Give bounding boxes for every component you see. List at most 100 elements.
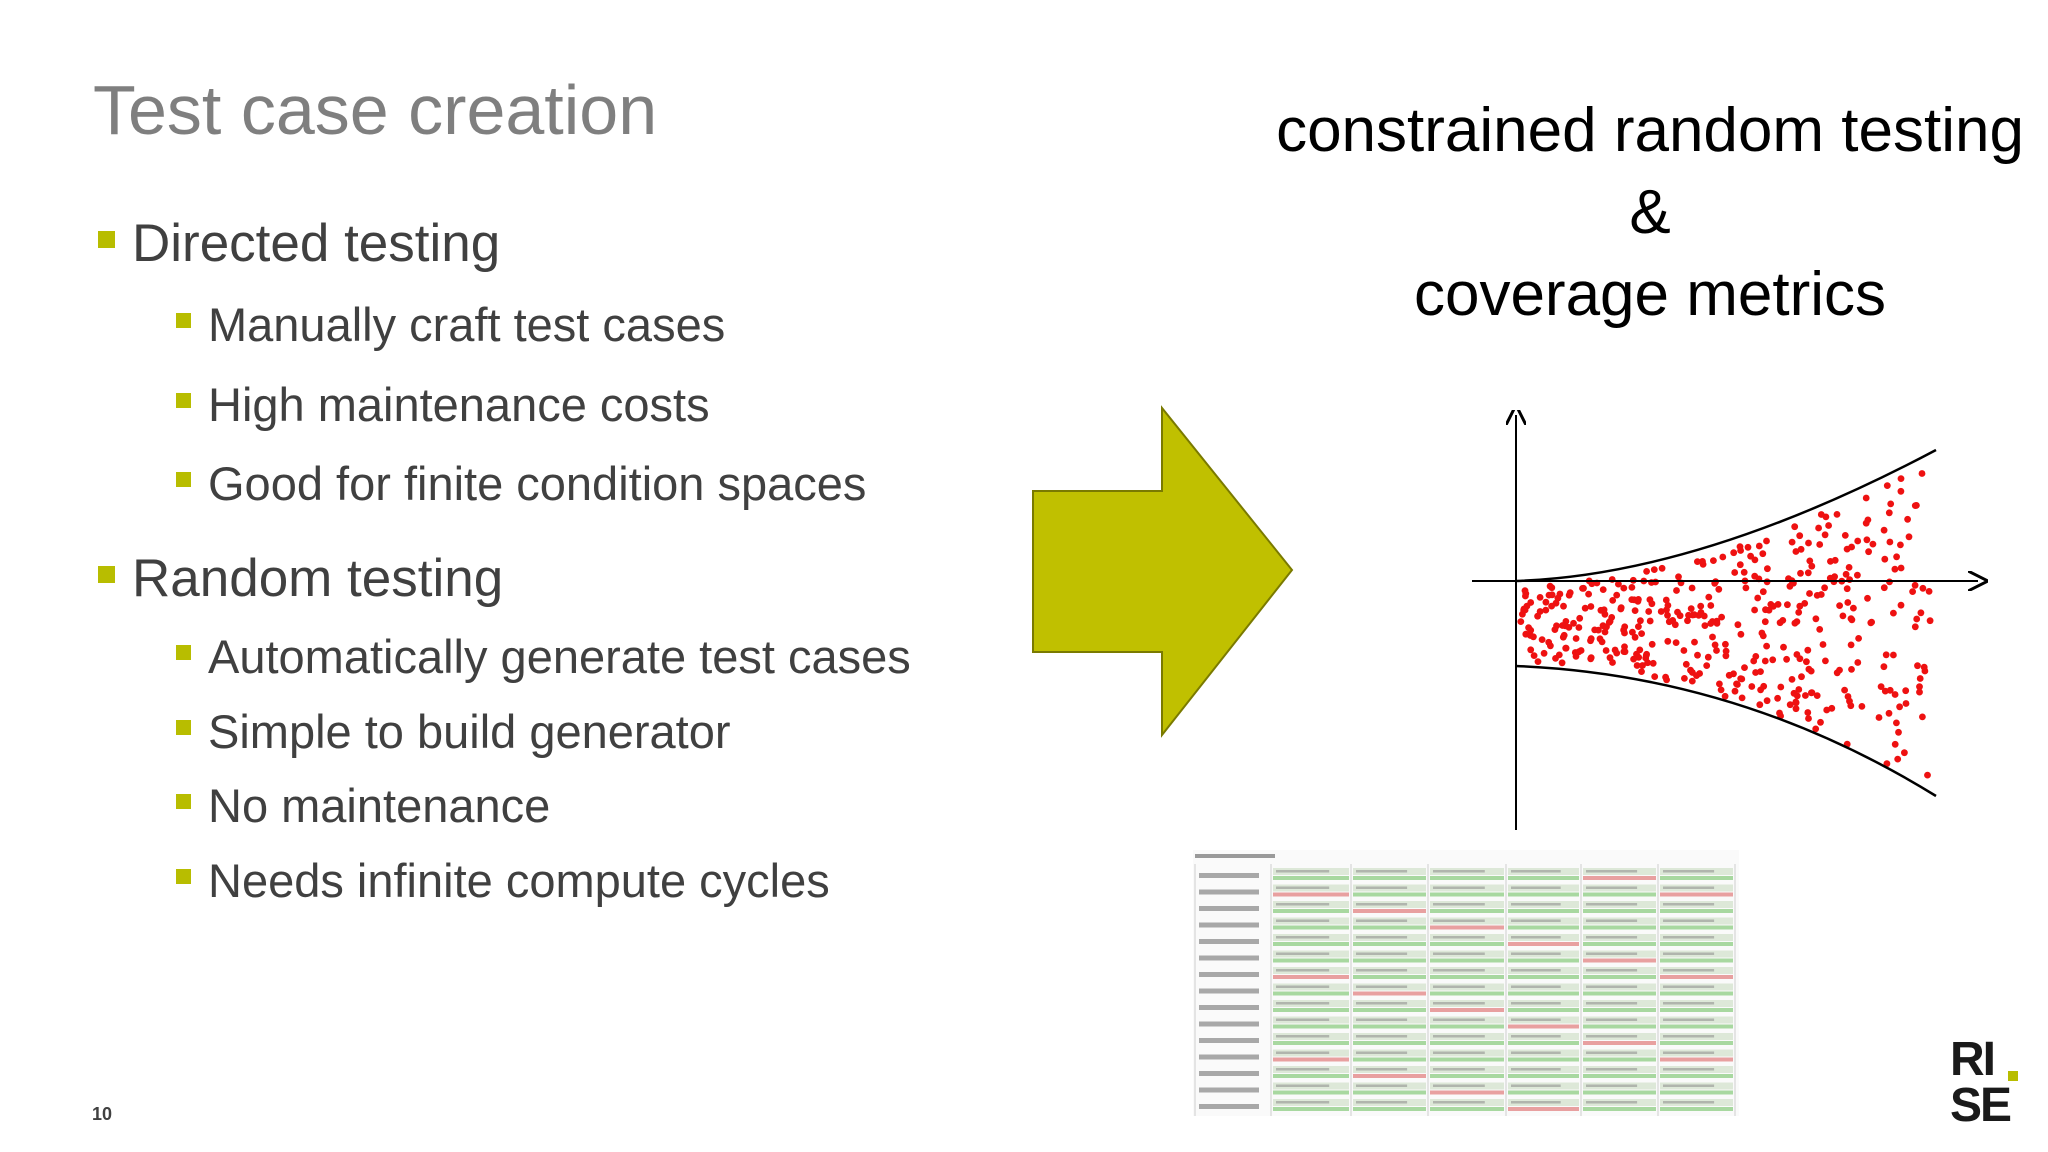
bullet-level2: Needs infinite compute cycles bbox=[176, 853, 830, 908]
scatter-point bbox=[1536, 594, 1544, 601]
scatter-point bbox=[1635, 654, 1643, 661]
scatter-point bbox=[1790, 689, 1798, 697]
scatter-point bbox=[1560, 631, 1568, 639]
scatter-point bbox=[1848, 616, 1856, 624]
scatter-point bbox=[1684, 617, 1691, 625]
scatter-point bbox=[1916, 683, 1923, 691]
scatter-point bbox=[1843, 585, 1851, 593]
scatter-point bbox=[1676, 612, 1684, 620]
scatter-point bbox=[1662, 596, 1670, 604]
scatter-point bbox=[1646, 596, 1654, 603]
scatter-point bbox=[1611, 646, 1619, 654]
page-number: 10 bbox=[92, 1104, 113, 1124]
scatter-point bbox=[1751, 606, 1758, 614]
scatter-point bbox=[1759, 588, 1767, 596]
scatter-point bbox=[1587, 603, 1595, 610]
scatter-point bbox=[1816, 626, 1824, 633]
scatter-point bbox=[1737, 630, 1745, 638]
scatter-point bbox=[1854, 537, 1862, 545]
scatter-point bbox=[1687, 605, 1695, 612]
scatter-point bbox=[1847, 641, 1855, 649]
scatter-point bbox=[1719, 553, 1727, 561]
scatter-point bbox=[1675, 573, 1682, 581]
scatter-point bbox=[1780, 643, 1787, 651]
scatter-point bbox=[1774, 601, 1782, 608]
scatter-point bbox=[1628, 596, 1636, 603]
scatter-point bbox=[1893, 719, 1900, 727]
scatter-point bbox=[1805, 539, 1812, 547]
scatter-point bbox=[1748, 683, 1756, 690]
scatter-point bbox=[1882, 651, 1890, 659]
bullet-level2: Simple to build generator bbox=[176, 704, 731, 759]
bullet-text: Directed testing bbox=[132, 214, 501, 273]
scatter-point bbox=[1731, 687, 1739, 695]
scatter-point bbox=[1839, 612, 1847, 620]
scatter-point bbox=[1631, 633, 1639, 641]
scatter-point bbox=[1797, 545, 1805, 553]
scatter-point bbox=[1548, 591, 1556, 599]
scatter-point bbox=[1763, 537, 1770, 545]
scatter-point bbox=[1693, 672, 1700, 679]
scatter-point bbox=[1587, 655, 1595, 663]
bullet-text: No maintenance bbox=[208, 779, 551, 832]
scatter-point bbox=[1716, 680, 1723, 688]
scatter-point bbox=[1816, 541, 1824, 548]
scatter-point bbox=[1808, 562, 1816, 570]
scatter-point bbox=[1880, 584, 1888, 592]
scatter-point bbox=[1546, 582, 1554, 590]
bullet-square-icon bbox=[98, 566, 115, 583]
scatter-point bbox=[1527, 646, 1535, 654]
scatter-point bbox=[1763, 697, 1771, 705]
scatter-point bbox=[1924, 771, 1931, 779]
scatter-point bbox=[1761, 618, 1769, 626]
scatter-point bbox=[1517, 618, 1525, 625]
scatter-point bbox=[1769, 656, 1777, 664]
scatter-point bbox=[1883, 482, 1891, 489]
scatter-point bbox=[1617, 605, 1625, 613]
scatter-point bbox=[1581, 604, 1589, 612]
scatter-point bbox=[1657, 608, 1665, 615]
scatter-point bbox=[1710, 557, 1717, 564]
scatter-point bbox=[1722, 647, 1730, 655]
scatter-point bbox=[1916, 688, 1923, 696]
scatter-point bbox=[1639, 662, 1646, 669]
scatter-point bbox=[1848, 543, 1855, 551]
scatter-point bbox=[1897, 564, 1905, 572]
lower-bound-curve bbox=[1515, 664, 1937, 798]
scatter-point bbox=[1869, 540, 1877, 548]
scatter-point bbox=[1530, 652, 1538, 659]
scatter-point bbox=[1855, 635, 1862, 642]
scatter-point bbox=[1848, 666, 1855, 673]
scatter-point bbox=[1890, 651, 1897, 659]
logo-line: RI bbox=[1950, 1033, 1996, 1086]
scatter-point bbox=[1783, 655, 1790, 663]
bullet-square-icon bbox=[176, 472, 191, 487]
scatter-point bbox=[1779, 617, 1787, 624]
scatter-point bbox=[1740, 568, 1748, 576]
scatter-point bbox=[1722, 640, 1729, 648]
bullet-level2: Automatically generate test cases bbox=[176, 629, 911, 684]
bullet-square-icon bbox=[176, 313, 191, 328]
scatter-point bbox=[1750, 657, 1758, 665]
scatter-point bbox=[1831, 573, 1838, 581]
scatter-point bbox=[1836, 666, 1843, 674]
scatter-point bbox=[1919, 584, 1927, 592]
scatter-point bbox=[1796, 532, 1804, 540]
scatter-point bbox=[1628, 584, 1636, 591]
scatter-point bbox=[1817, 511, 1825, 518]
scatter-point bbox=[1711, 641, 1719, 649]
scatter-point bbox=[1534, 658, 1542, 665]
scatter-point bbox=[1761, 657, 1769, 665]
scatter-point bbox=[1841, 532, 1849, 539]
scatter-point bbox=[1756, 701, 1764, 709]
scatter-point bbox=[1572, 635, 1580, 642]
scatter-point bbox=[1638, 668, 1645, 675]
scatter-point bbox=[1901, 749, 1908, 757]
scatter-point bbox=[1833, 511, 1841, 518]
bullet-square-icon bbox=[98, 231, 115, 248]
scatter-point bbox=[1736, 543, 1744, 550]
scatter-point bbox=[1875, 714, 1883, 721]
scatter-point bbox=[1751, 556, 1759, 564]
scatter-point bbox=[1741, 664, 1748, 671]
scatter-point bbox=[1664, 611, 1671, 619]
